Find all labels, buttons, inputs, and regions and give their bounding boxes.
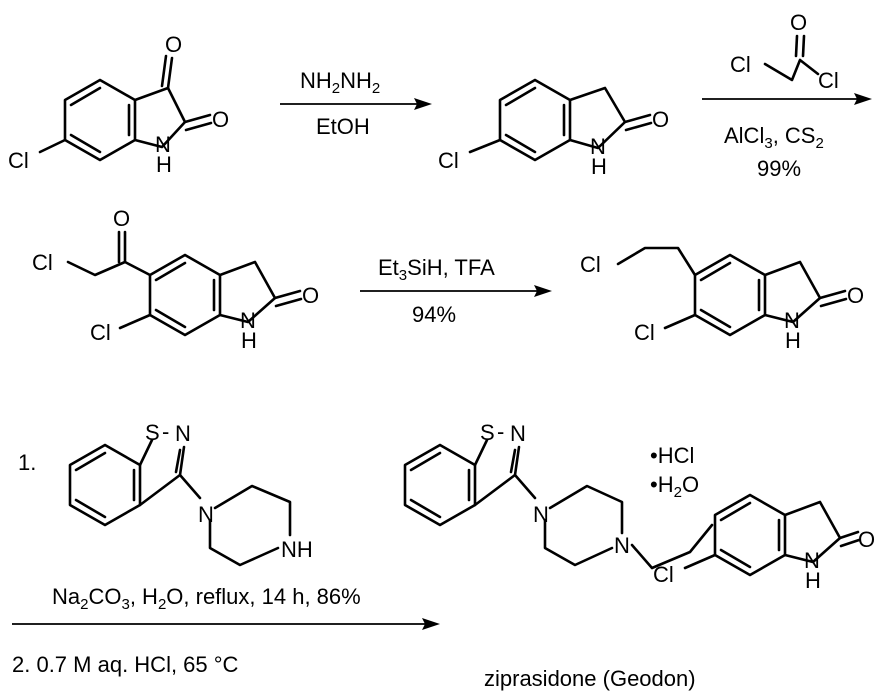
molecule-chloroethyl-oxindole: O Cl Cl N H bbox=[580, 246, 864, 353]
solvent-ethanol: EtOH bbox=[316, 114, 370, 139]
molecule-chloroacetyl-oxindole: O O Cl Cl N H bbox=[32, 206, 319, 353]
atom-s: S bbox=[145, 420, 160, 445]
salt-water: •H2O bbox=[650, 472, 699, 501]
atom-o: O bbox=[847, 283, 864, 308]
atom-cl-left: Cl bbox=[730, 52, 751, 77]
atom-n: N bbox=[590, 134, 606, 159]
reaction-arrow-1: NH2NH2 EtOH bbox=[280, 68, 432, 139]
atom-h: H bbox=[241, 328, 257, 353]
conditions-step-1: Na2CO3, H2O, reflux, 14 h, 86% bbox=[52, 584, 361, 613]
atom-h: H bbox=[156, 152, 172, 177]
atom-cl-chain: Cl bbox=[580, 252, 601, 277]
yield-99: 99% bbox=[757, 156, 801, 181]
yield-94: 94% bbox=[412, 302, 456, 327]
reagent-benzisothiazolyl-piperazine: 1. S - N N NH bbox=[18, 419, 313, 567]
atom-o-acyl: O bbox=[790, 10, 807, 35]
salt-hcl: •HCl bbox=[650, 443, 694, 468]
bond-dash: - bbox=[497, 419, 504, 444]
reaction-arrow-3: Et3SiH, TFA 94% bbox=[360, 255, 552, 327]
atom-cl: Cl bbox=[438, 148, 459, 173]
atom-cl-chain: Cl bbox=[32, 250, 53, 275]
step-number-1: 1. bbox=[18, 450, 36, 475]
atom-n-thiazole: N bbox=[510, 421, 526, 446]
atom-h: H bbox=[591, 154, 607, 179]
atom-cl-ring: Cl bbox=[634, 320, 655, 345]
conditions-alcl3-cs2: AlCl3, CS2 bbox=[724, 123, 824, 152]
atom-cl: Cl bbox=[8, 148, 29, 173]
molecule-6-chlorooxindole: O Cl N H bbox=[438, 78, 669, 179]
atom-cl-right: Cl bbox=[818, 68, 839, 93]
conditions-step-2: 2. 0.7 M aq. HCl, 65 °C bbox=[12, 652, 239, 677]
conditions-et3sih-tfa: Et3SiH, TFA bbox=[378, 255, 495, 284]
atom-n-piperazine: N bbox=[198, 502, 214, 527]
atom-o: O bbox=[858, 527, 875, 552]
atom-n: N bbox=[240, 308, 256, 333]
atom-o: O bbox=[652, 107, 669, 132]
reaction-arrow-4: Na2CO3, H2O, reflux, 14 h, 86% 2. 0.7 M … bbox=[12, 584, 440, 677]
atom-n: N bbox=[784, 308, 800, 333]
reagent-hydrazine: NH2NH2 bbox=[300, 68, 380, 97]
atom-n-piperazine-4: N bbox=[614, 533, 630, 558]
atom-h: H bbox=[785, 328, 801, 353]
atom-s: S bbox=[480, 420, 495, 445]
bond-dash: - bbox=[162, 419, 169, 444]
reaction-arrow-2: Cl O Cl AlCl3, CS2 99% bbox=[702, 10, 872, 181]
atom-h-lactam: H bbox=[805, 568, 821, 593]
atom-nh: NH bbox=[281, 537, 313, 562]
product-name: ziprasidone (Geodon) bbox=[484, 666, 696, 691]
atom-o-ketone: O bbox=[165, 32, 182, 57]
molecule-ziprasidone: S - N N N O Cl N H •HCl •H2O ziprasidone… bbox=[403, 419, 875, 691]
atom-n: N bbox=[155, 132, 171, 157]
atom-n-lactam: N bbox=[804, 548, 820, 573]
atom-cl-ring: Cl bbox=[90, 320, 111, 345]
atom-o-lactam: O bbox=[302, 283, 319, 308]
molecule-6-chloroisatin: O O Cl N H bbox=[8, 32, 229, 177]
atom-o-lactam: O bbox=[212, 107, 229, 132]
atom-n-piperazine-1: N bbox=[533, 502, 549, 527]
atom-n-thiazole: N bbox=[175, 421, 191, 446]
atom-o-ketone: O bbox=[113, 206, 130, 231]
atom-cl: Cl bbox=[653, 562, 674, 587]
